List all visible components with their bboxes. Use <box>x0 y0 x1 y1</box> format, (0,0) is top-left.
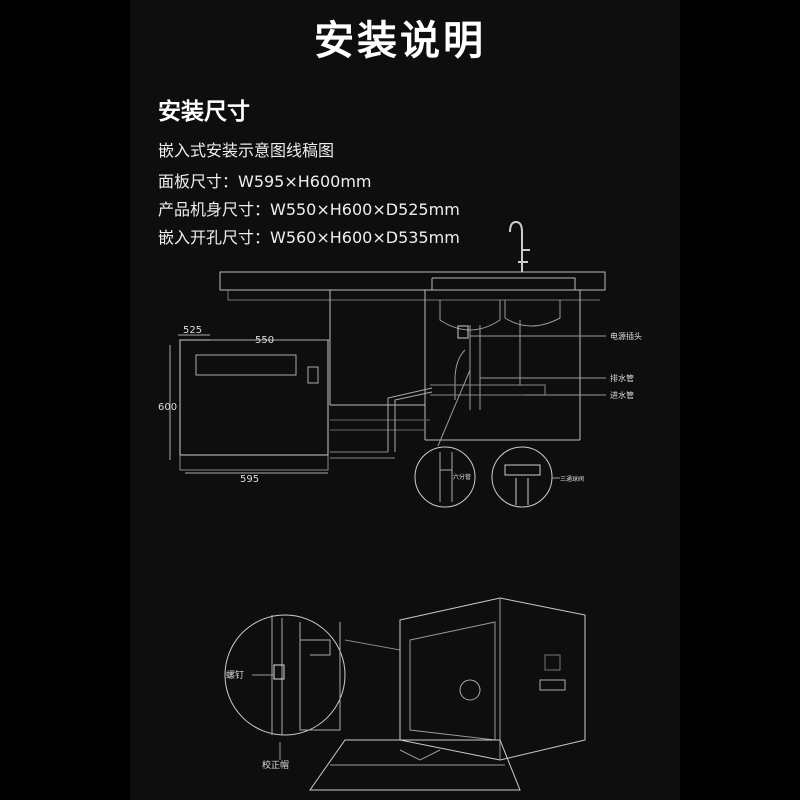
cabinet-body <box>329 290 581 441</box>
dishwasher-door-open <box>309 739 521 791</box>
spec-panel-size: 面板尺寸：W595×H600mm <box>158 172 372 191</box>
callout-drain-pipe: 排水管 <box>610 373 634 383</box>
three-way-valve-detail <box>491 446 553 508</box>
faucet-icon <box>509 220 530 272</box>
screw-detail-circle <box>224 614 346 736</box>
spec-body-size: 产品机身尺寸：W550×H600×D525mm <box>158 200 460 219</box>
spec-cutout-size: 嵌入开孔尺寸：W560×H600×D535mm <box>158 228 460 247</box>
callout-six-point-pipe: 六分管 <box>453 473 471 481</box>
sink <box>431 277 576 290</box>
six-point-pipe-detail <box>414 446 476 508</box>
page-title: 安装说明 <box>314 18 486 64</box>
callout-inlet-pipe: 进水管 <box>610 390 634 400</box>
callout-power-socket: 电源插头 <box>610 331 642 341</box>
power-socket-icon <box>457 325 469 339</box>
section-title: 安装尺寸 <box>158 99 250 125</box>
countertop <box>219 271 606 291</box>
spec-diagram-caption: 嵌入式安装示意图线稿图 <box>158 141 335 160</box>
dimension-body-width-label: 550 <box>255 335 274 346</box>
dimension-height-label: 600 <box>158 402 177 413</box>
dimension-panel-width-label: 595 <box>240 474 259 485</box>
callout-level-cap: 校正帽 <box>262 759 289 771</box>
callout-three-way-valve: 三通球阀 <box>560 475 584 483</box>
dishwasher-front <box>179 339 329 456</box>
screw-icon <box>273 664 285 680</box>
drain-pipe <box>454 320 521 410</box>
dimension-depth-label: 525 <box>183 325 202 336</box>
callout-screw: 螺钉 <box>226 670 244 681</box>
